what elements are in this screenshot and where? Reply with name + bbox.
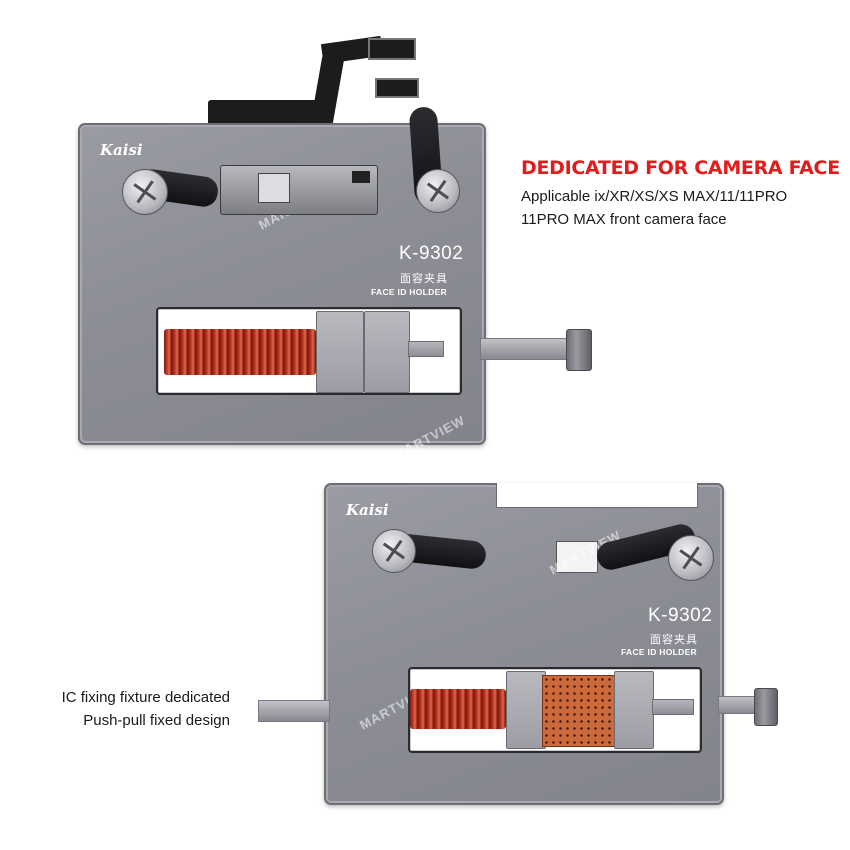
guide-rail (408, 341, 444, 357)
applicable-models-line-2: 11PRO MAX front camera face (521, 211, 727, 228)
brand-logo: Kaisi (346, 501, 389, 519)
applicable-models-line-1: Applicable ix/XR/XS/XS MAX/11/11PRO (521, 188, 788, 205)
left-screw-icon[interactable] (122, 169, 168, 215)
right-screw-icon[interactable] (416, 169, 460, 213)
chinese-label: 面容夹具 (400, 273, 448, 285)
push-rod[interactable] (258, 700, 330, 722)
feature-caption-line-1: IC fixing fixture dedicated (61, 689, 230, 706)
push-rod[interactable] (480, 338, 572, 360)
feature-caption-line-2: Push-pull fixed design (83, 712, 230, 729)
adjust-knob[interactable] (754, 688, 778, 726)
spring (410, 689, 506, 729)
fixture-plate: Kaisi K-9302 面容夹具 FACE ID HOLDER MARTVIE… (324, 483, 724, 805)
spring (164, 329, 316, 375)
guide-rail (652, 699, 694, 715)
module-component (258, 173, 290, 203)
flex-connector-1 (368, 38, 416, 60)
module-connector (352, 171, 370, 183)
face-id-module (220, 165, 378, 215)
fixture-plate: Kaisi K-9302 面容夹具 FACE ID HOLDER MARTVIE… (78, 106, 486, 463)
clamp-block-right[interactable] (364, 311, 410, 393)
top-cutout (496, 483, 698, 508)
headline: DEDICATED FOR CAMERA FACE (521, 157, 840, 179)
push-rod-knob[interactable] (566, 329, 592, 371)
flex-cable-arm (310, 56, 344, 130)
clamp-block-left[interactable] (506, 671, 546, 749)
face-id-chip (542, 675, 616, 747)
right-screw-icon[interactable] (668, 535, 714, 581)
holder-label: FACE ID HOLDER (371, 287, 447, 297)
watermark: MARTVIEW (391, 412, 468, 463)
clamp-block-right[interactable] (614, 671, 654, 749)
chinese-label: 面容夹具 (650, 634, 698, 646)
brand-logo: Kaisi (100, 141, 143, 159)
chip-window (556, 541, 598, 573)
clamp-block-left[interactable] (316, 311, 364, 393)
left-screw-icon[interactable] (372, 529, 416, 573)
model-label: K-9302 (399, 243, 464, 264)
holder-label: FACE ID HOLDER (621, 647, 697, 657)
model-label: K-9302 (648, 605, 713, 626)
flex-connector-2 (375, 78, 419, 98)
